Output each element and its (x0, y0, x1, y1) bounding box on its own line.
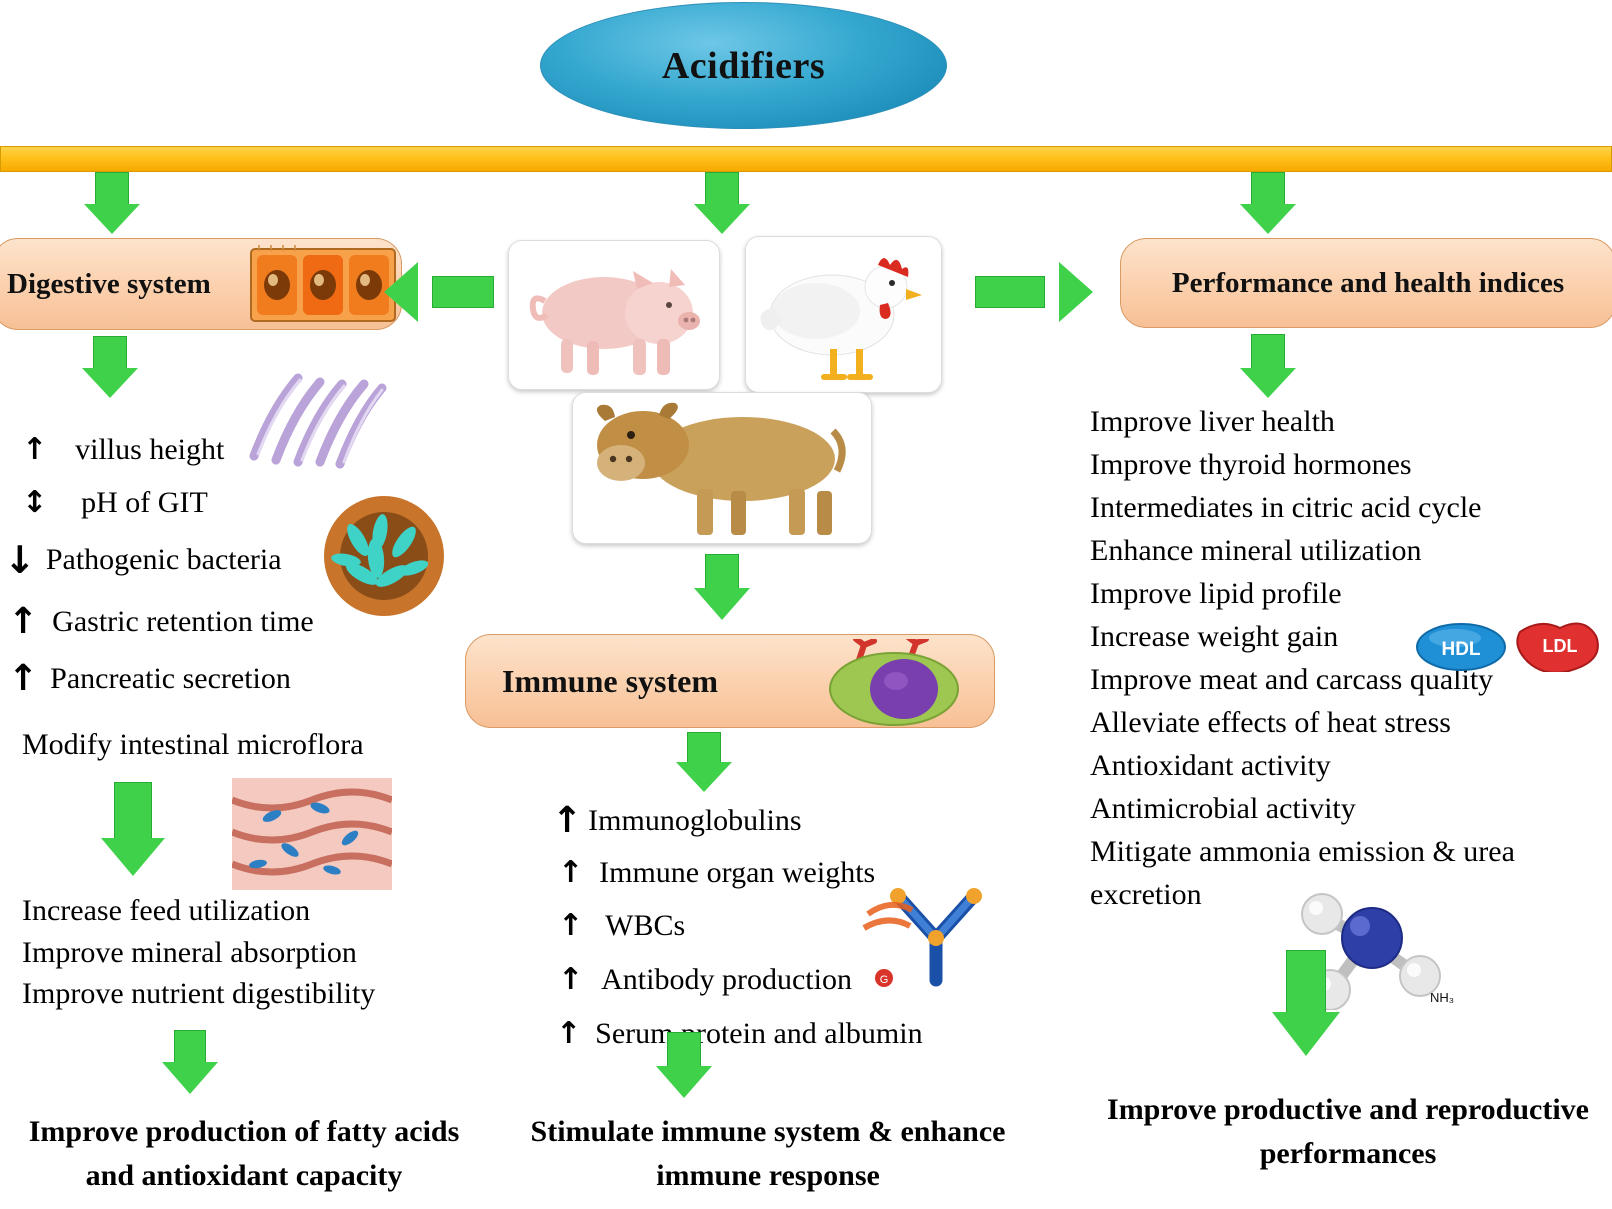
digestive-effect-2: ↓ Pathogenic bacteria (4, 538, 282, 582)
arrow-down-digestive-outcomes (88, 782, 178, 878)
arrow-left-to-digestive (384, 256, 494, 328)
arrow-down-performance-effects (1228, 334, 1308, 400)
arrow-down-performance-footer (1258, 950, 1354, 1060)
performance-effect-item: Mitigate ammonia emission & urea (1090, 835, 1515, 868)
performance-effect-item: Intermediates in citric acid cycle (1090, 491, 1482, 524)
digestive-effect-5: Modify intestinal microflora (22, 728, 364, 762)
arrow-down-to-animals (682, 172, 762, 234)
ldl-badge: LDL (1510, 618, 1602, 674)
up-arrow-icon: ↑ (556, 1016, 582, 1051)
performance-effect-item: Increase weight gain (1090, 620, 1339, 653)
digestive-outcomes-list: Increase feed utilization Improve minera… (22, 890, 375, 1015)
digestive-effect-label: pH of GIT (81, 485, 208, 519)
performance-effect-item: Alleviate effects of heat stress (1090, 706, 1451, 739)
intestinal-cells-icon (249, 245, 397, 325)
immune-effect-3: ↑ Antibody production (558, 962, 852, 997)
immune-effect-4: ↑ Serum protein and albumin (556, 1016, 923, 1051)
immune-system-box[interactable]: Immune system (465, 634, 995, 728)
performance-box[interactable]: Performance and health indices (1120, 238, 1612, 328)
arrow-right-to-performance (975, 256, 1093, 328)
arrow-down-immune-footer (642, 1032, 726, 1102)
digestive-system-box[interactable]: Digestive system (0, 238, 402, 330)
digestive-effect-label: Modify intestinal microflora (22, 728, 364, 761)
calf-photo (572, 392, 872, 544)
performance-effect-item: Improve meat and carcass quality (1090, 663, 1494, 696)
performance-effect-item: Enhance mineral utilization (1090, 534, 1422, 567)
digestive-effect-label: Gastric retention time (52, 604, 314, 638)
performance-label: Performance and health indices (1171, 266, 1565, 299)
arrow-down-digestive-effects (70, 336, 150, 400)
immune-effect-label: Serum protein and albumin (595, 1016, 923, 1050)
digestive-footer-text: Improve production of fatty acids and an… (28, 1115, 460, 1192)
ammonia-molecule-icon: NH₃ (1272, 890, 1462, 1011)
up-arrow-icon: ↑ (558, 908, 584, 943)
immune-system-label: Immune system (502, 662, 718, 699)
digestive-outcome-item: Improve nutrient digestibility (22, 977, 376, 1010)
svg-text:HDL: HDL (1441, 639, 1480, 660)
svg-text:LDL: LDL (1543, 636, 1578, 656)
antibody-icon: G (862, 880, 1012, 990)
performance-effect-item: excretion (1090, 878, 1202, 911)
digestive-effect-label: villus height (75, 432, 225, 466)
up-down-arrow-icon: ↕ (22, 485, 48, 520)
immune-effect-0: ↑ Immunoglobulins (552, 800, 802, 841)
up-arrow-icon: ↑ (22, 432, 48, 467)
immune-effect-1: ↑ Immune organ weights (558, 855, 875, 890)
nh3-label: NH₃ (1430, 990, 1454, 1005)
digestive-outcome-item: Increase feed utilization (22, 894, 311, 927)
digestive-effect-1: ↕ pH of GIT (22, 485, 208, 520)
arrow-down-to-immune (682, 554, 762, 622)
arrow-down-to-digestive (72, 172, 152, 234)
immune-effect-label: WBCs (605, 908, 686, 942)
digestive-effect-label: Pancreatic secretion (50, 661, 291, 695)
up-arrow-icon: ↑ (8, 601, 39, 642)
digestive-effect-0: ↑ villus height (22, 432, 224, 467)
performance-effect-item: Improve liver health (1090, 405, 1335, 438)
svg-text:G: G (880, 974, 889, 986)
up-arrow-icon: ↑ (558, 855, 584, 890)
arrow-down-immune-effects (664, 732, 744, 794)
arrow-down-digestive-footer (148, 1030, 232, 1098)
down-arrow-icon: ↓ (4, 538, 36, 582)
pathogenic-bacteria-icon (318, 488, 450, 624)
performance-effect-item: Improve thyroid hormones (1090, 448, 1412, 481)
performance-footer-text: Improve productive and reproductive perf… (1107, 1093, 1589, 1170)
intestinal-microflora-icon (230, 778, 394, 890)
chicken-photo (745, 236, 942, 393)
up-arrow-icon: ↑ (552, 800, 583, 841)
performance-effect-item: Antioxidant activity (1090, 749, 1331, 782)
title-ellipse: Acidifiers (540, 2, 947, 129)
pig-photo (508, 240, 720, 390)
up-arrow-icon: ↑ (558, 962, 584, 997)
digestive-effect-3: ↑ Gastric retention time (8, 601, 314, 642)
digestive-effect-label: Pathogenic bacteria (45, 543, 282, 576)
up-arrow-icon: ↑ (8, 658, 39, 699)
arrow-down-to-performance (1228, 172, 1308, 234)
immune-effect-2: ↑ WBCs (558, 908, 685, 943)
digestive-system-label: Digestive system (7, 267, 211, 300)
immune-footer-text: Stimulate immune system & enhance immune… (530, 1115, 1006, 1192)
immune-effect-label: Antibody production (601, 962, 852, 996)
immune-effect-label: Immunoglobulins (588, 803, 802, 837)
villi-micrograph-icon (240, 360, 390, 470)
immune-effect-label: Immune organ weights (599, 855, 876, 889)
digestive-outcome-item: Improve mineral absorption (22, 935, 357, 969)
hdl-badge: HDL (1415, 622, 1507, 672)
yellow-divider-bar (0, 146, 1612, 172)
digestive-effect-4: ↑ Pancreatic secretion (8, 658, 291, 699)
performance-effect-item: Improve lipid profile (1090, 577, 1342, 610)
lymphocyte-icon (812, 634, 982, 727)
performance-effects-list: Improve liver health Improve thyroid hor… (1090, 400, 1515, 916)
performance-effect-item: Antimicrobial activity (1090, 792, 1356, 825)
page-title: Acidifiers (661, 44, 826, 87)
